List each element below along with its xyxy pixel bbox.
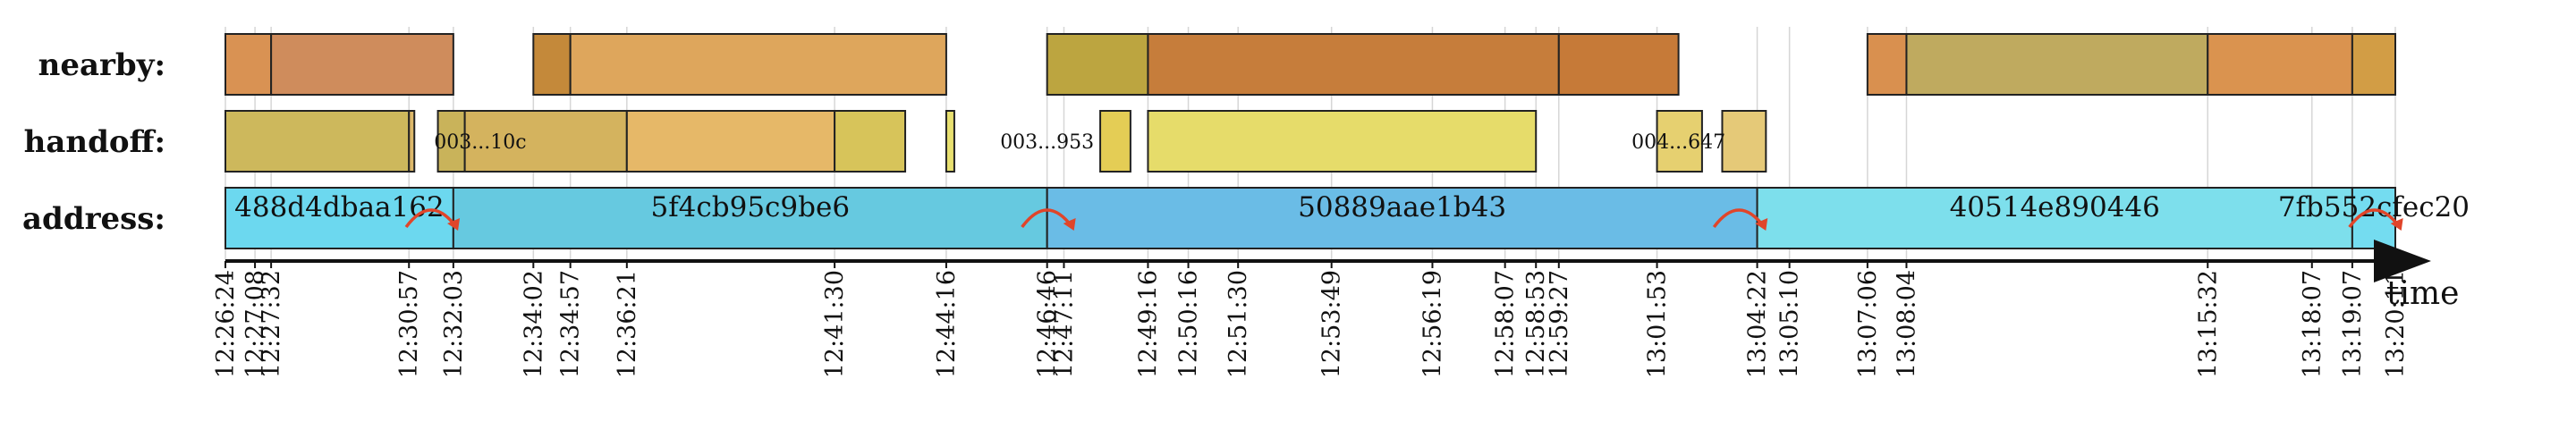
handoff-segment: [1099, 110, 1131, 173]
address-segment: [1046, 187, 1758, 249]
nearby-segment: [225, 33, 273, 96]
nearby-segment: [1866, 33, 1908, 96]
tick-label: 12:30:57: [395, 270, 423, 378]
nearby-segment: [1046, 33, 1149, 96]
tick-label: 12:41:30: [821, 270, 849, 378]
handoff-segment: [436, 110, 466, 173]
tick-label: 12:27:08: [242, 270, 269, 378]
address-label: 488d4dbaa162: [234, 191, 445, 223]
nearby-segment: [1905, 33, 2209, 96]
tick-label: 13:08:04: [1893, 270, 1920, 378]
address-label: 40514e890446: [1950, 191, 2160, 223]
nearby-segment: [532, 33, 572, 96]
address-label: 7fb552cfec20: [2278, 191, 2470, 223]
address-segment: [452, 187, 1048, 249]
tick-label: 13:15:32: [2194, 270, 2222, 378]
handoff-segment: [625, 110, 836, 173]
tick-label: 12:34:02: [520, 270, 547, 378]
tick-label: 12:44:16: [933, 270, 961, 378]
address-change-arrowhead: [1755, 218, 1768, 231]
address-change-arrow: [404, 208, 458, 229]
tick-label: 12:46:46: [1034, 270, 1062, 378]
tick-label: 13:18:07: [2299, 270, 2326, 378]
tick-label: 12:34:57: [557, 270, 585, 378]
handoff-segment: [225, 110, 411, 173]
handoff-segment: [945, 110, 955, 173]
tick-label: 13:01:53: [1644, 270, 1672, 378]
tick-label: 12:51:30: [1224, 270, 1252, 378]
handoff-label: 003...10c: [434, 131, 526, 154]
handoff-segment: [408, 110, 416, 173]
address-label: 50889aae1b43: [1298, 191, 1506, 223]
handoff-segment: [463, 110, 628, 173]
handoff-segment: [1721, 110, 1767, 173]
tick-label: 12:53:49: [1318, 270, 1346, 378]
row-label-handoff: handoff:: [24, 124, 165, 160]
handoff-label: 004...647: [1631, 131, 1725, 154]
tick-label: 12:56:19: [1419, 270, 1446, 378]
tick-label: 13:07:06: [1854, 270, 1882, 378]
nearby-segment: [1147, 33, 1560, 96]
address-change-arrow: [2348, 208, 2402, 229]
tick-label: 12:49:16: [1134, 270, 1162, 378]
tick-label: 12:47:11: [1050, 270, 1078, 378]
tick-label: 13:19:07: [2339, 270, 2367, 378]
handoff-label: 003...953: [1000, 131, 1094, 154]
nearby-segment: [1557, 33, 1680, 96]
tick-label: 12:32:03: [440, 270, 468, 378]
handoff-segment: [1147, 110, 1538, 173]
handoff-segment: [1656, 110, 1703, 173]
handoff-row: 003...10c 003...953 004...647: [225, 110, 1767, 173]
address-change-arrow: [1712, 208, 1766, 229]
nearby-segment: [2351, 33, 2397, 96]
tick-label: 12:27:32: [258, 270, 285, 378]
address-change-arrowhead: [447, 218, 461, 231]
address-change-arrowhead: [1063, 218, 1076, 231]
address-change-arrowhead: [2390, 218, 2403, 231]
x-axis-label: time: [2386, 275, 2459, 312]
address-change-arrow: [1021, 208, 1074, 229]
address-row: 488d4dbaa162 5f4cb95c9be6 50889aae1b43 4051…: [225, 187, 2470, 249]
row-label-nearby: nearby:: [38, 47, 165, 83]
tick-label: 12:59:27: [1546, 270, 1573, 378]
row-label-address: address:: [22, 201, 165, 237]
tick-label: 12:26:24: [212, 270, 240, 378]
tick-label: 12:36:21: [614, 270, 641, 378]
tick-label: 12:58:53: [1522, 270, 1550, 378]
nearby-row: [225, 33, 2397, 96]
nearby-segment: [270, 33, 454, 96]
address-label: 5f4cb95c9be6: [650, 191, 850, 223]
tick-label: 12:50:16: [1175, 270, 1203, 378]
tick-label: 13:20:11: [2382, 270, 2410, 378]
address-segment: [1756, 187, 2353, 249]
nearby-segment: [2207, 33, 2353, 96]
tick-label: 13:04:22: [1744, 270, 1772, 378]
nearby-segment: [569, 33, 947, 96]
tick-label: 12:58:07: [1492, 270, 1520, 378]
address-change-arrows: [404, 208, 2403, 231]
tick-label: 13:05:10: [1776, 270, 1804, 378]
handoff-segment: [834, 110, 907, 173]
